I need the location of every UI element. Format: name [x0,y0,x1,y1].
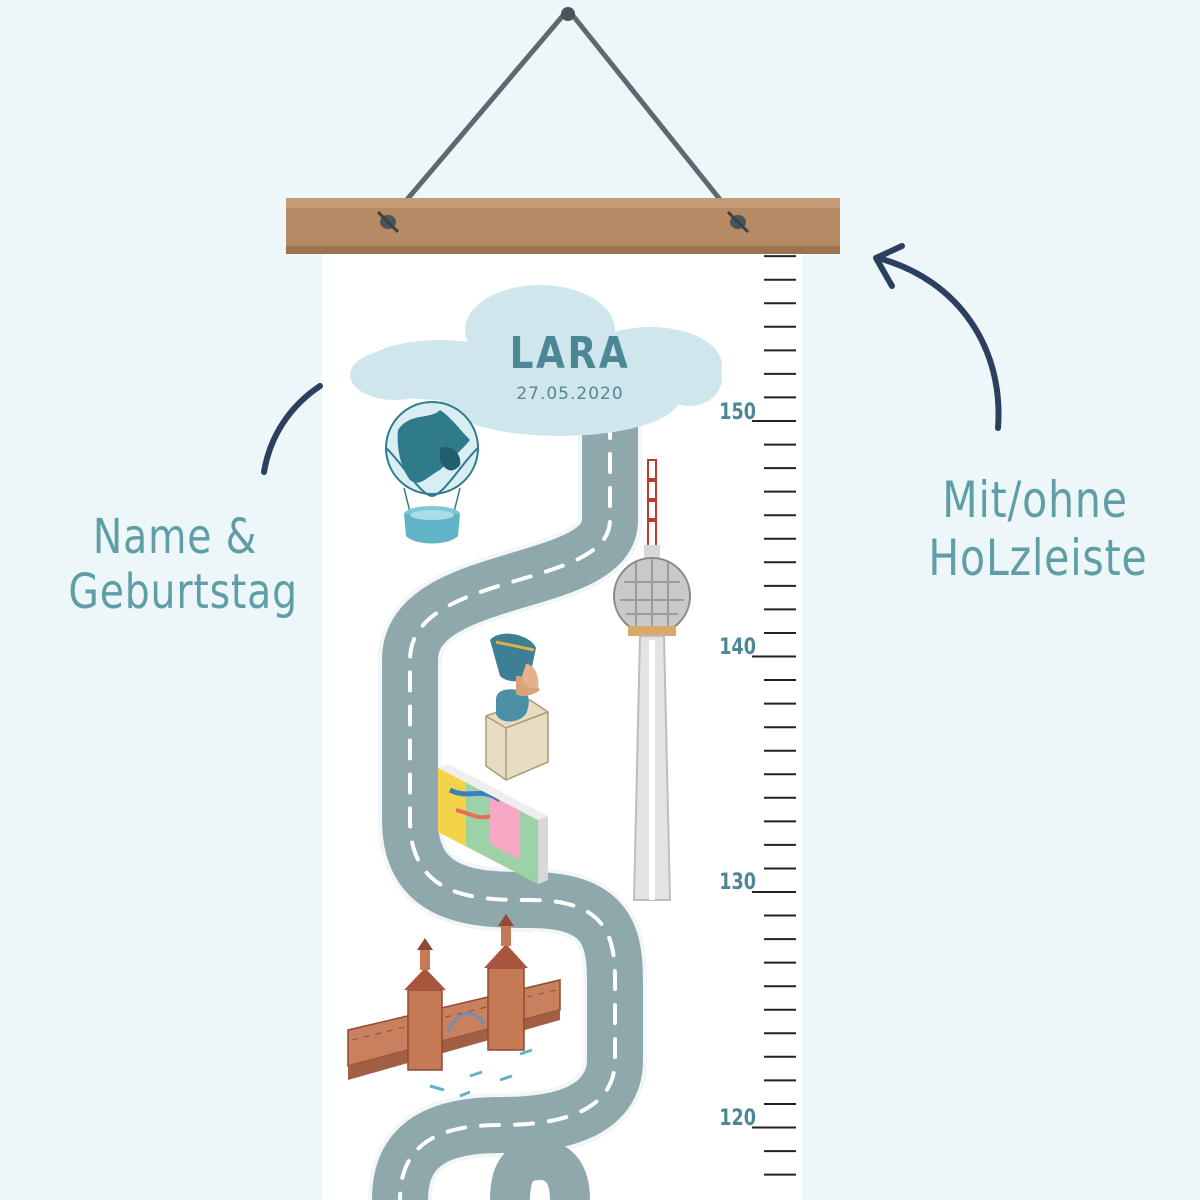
ruler-label-130: 130 [719,870,756,895]
hot-air-balloon-globe-icon [385,401,479,544]
annotation-right-line-1: Mit/ohne [942,471,1128,529]
nefertiti-bust-icon [485,633,549,781]
child-name: LARA [509,328,631,379]
wooden-bar [286,198,840,254]
hanging-cord [385,7,741,225]
birth-date: 27.05.2020 [516,384,624,404]
annotation-left-line-1: Name & [92,509,258,565]
ruler [752,255,796,1176]
ruler-label-140: 140 [719,635,756,660]
arrow-right-icon [873,243,1002,431]
arrow-left-icon [261,383,323,475]
tv-tower-icon [613,459,691,901]
annotation-wood-bar: Mit/ohne HoLzleiste [928,471,1148,587]
annotation-name-birthday: Name & Geburtstag [68,509,298,621]
ruler-label-120: 120 [719,1106,756,1131]
road [368,388,648,1200]
oberbaum-bridge-icon [347,914,561,1098]
annotation-right-line-2: HoLzleiste [928,528,1148,587]
berlin-wall-icon [438,764,548,884]
ruler-label-150: 150 [719,400,756,425]
annotation-left-line-2: Geburtstag [68,564,298,621]
name-cloud [350,285,722,436]
